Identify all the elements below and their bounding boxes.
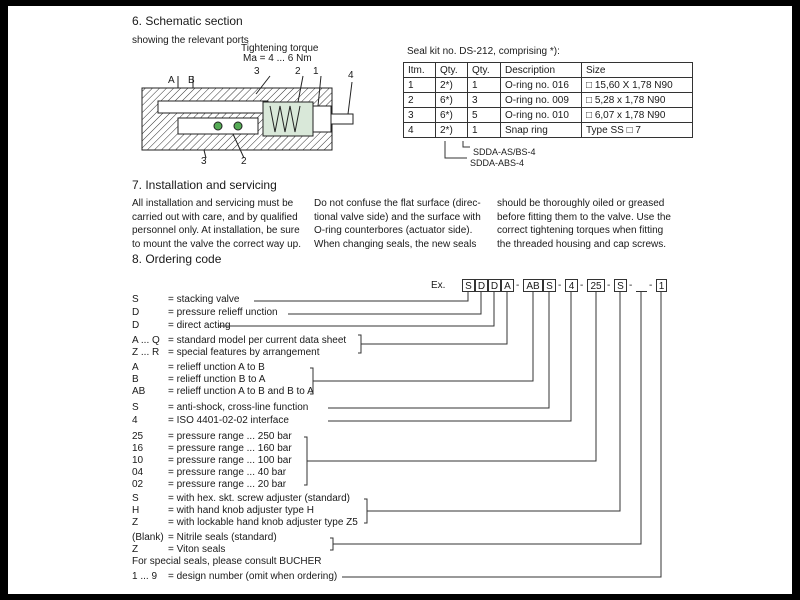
callout-3-bottom: 3 (201, 156, 207, 167)
code-box-seals (636, 279, 647, 292)
section-7-title: 7. Installation and servicing (132, 178, 277, 192)
entry-desc: = pressure relieff unction (168, 307, 278, 318)
entry-code: 10 (132, 455, 144, 466)
entry-code: AB (132, 386, 146, 397)
callout-4-top: 4 (348, 70, 354, 81)
entry-code: A (132, 362, 139, 373)
ordering-code-leader-lines (218, 292, 662, 578)
entry-code: 4 (132, 415, 138, 426)
entry-desc: = with lockable hand knob adjuster type … (168, 517, 358, 528)
code-box-pressure-relief: D (475, 279, 488, 292)
code-dash: - (649, 280, 653, 291)
entry-code: (Blank) (132, 532, 164, 543)
entry-desc: = relieff unction B to A (168, 374, 266, 385)
section-8-title: 8. Ordering code (132, 252, 222, 266)
entry-code: Z (132, 544, 139, 555)
entry-code: S (132, 493, 139, 504)
code-box-model: A (501, 279, 514, 292)
callout-2-bottom: 2 (241, 156, 247, 167)
entry-code: S (132, 294, 139, 305)
entry-desc: = pressure range ... 160 bar (168, 443, 292, 454)
entry-code: 25 (132, 431, 144, 442)
table-row: 4 2*) 1 Snap ring Type SS □ 7 (403, 122, 693, 138)
entry-desc: = pressure range ... 250 bar (168, 431, 292, 442)
callout-3-top: 3 (254, 66, 260, 77)
callout-1-top: 1 (313, 66, 319, 77)
entry-desc: = anti-shock, cross-line function (168, 402, 309, 413)
seal-kit-note-abs: SDDA-ABS-4 (470, 158, 525, 168)
entry-desc: = stacking valve (168, 294, 240, 305)
entry-desc: = design number (omit when ordering) (168, 571, 338, 582)
code-dash: - (607, 280, 611, 291)
code-box-anti-shock: S (543, 279, 556, 292)
entry-desc: = with hand knob adjuster type H (168, 505, 314, 516)
table-cell: Type SS □ 7 (581, 122, 693, 138)
entry-desc: = pressure range ... 100 bar (168, 455, 292, 466)
entry-code: H (132, 505, 140, 516)
entry-code: 1 ... 9 (132, 571, 158, 582)
code-box-direct-acting: D (488, 279, 501, 292)
code-box-adjuster: S (614, 279, 627, 292)
entry-desc: = with hex. skt. screw adjuster (standar… (168, 493, 351, 504)
entry-desc: = special features by arrangement (168, 347, 320, 358)
seal-kit-table: Itm. Qty. Qty. Description Size 1 2*) 1 … (403, 62, 693, 138)
entry-code: Z (132, 517, 139, 528)
entry-desc: = relieff unction A to B and B to A (168, 386, 314, 397)
entry-code: S (132, 402, 139, 413)
code-box-stacking: S (462, 279, 475, 292)
entry-note: For special seals, please consult BUCHER (132, 556, 322, 567)
table-row: 1 2*) 1 O-ring no. 016 □ 15,60 X 1,78 N9… (403, 77, 693, 93)
entry-code: A ... Q (132, 335, 160, 346)
seal-kit-note-as: SDDA-AS/BS-4 (473, 147, 536, 157)
entry-desc: = Viton seals (168, 544, 226, 555)
entry-desc: = standard model per current data sheet (168, 335, 347, 346)
entry-desc: = pressure range ... 20 bar (168, 479, 287, 490)
document-page: { "section6": { "title": "6. Schematic s… (8, 6, 792, 594)
seal-kit-title: Seal kit no. DS-212, comprising *): (407, 46, 560, 57)
entry-desc: = relieff unction A to B (168, 362, 265, 373)
code-dash: - (516, 280, 520, 291)
table-row: 3 6*) 5 O-ring no. 010 □ 6,07 x 1,78 N90 (403, 107, 693, 123)
install-text-col2: Do not confuse the flat surface (direc-t… (314, 198, 481, 250)
code-dash: - (558, 280, 562, 291)
section-6-title: 6. Schematic section (132, 14, 243, 28)
entry-desc: = ISO 4401-02-02 interface (168, 415, 289, 426)
port-a-label: A (168, 75, 175, 86)
entry-code: 02 (132, 479, 144, 490)
code-dash: - (580, 280, 584, 291)
entry-code: 04 (132, 467, 144, 478)
code-box-design-number: 1 (656, 279, 667, 292)
entry-code: D (132, 320, 140, 331)
entry-desc: = direct acting (168, 320, 231, 331)
code-box-interface: 4 (565, 279, 578, 292)
entry-code: B (132, 374, 139, 385)
entry-code: Z ... R (132, 347, 160, 358)
example-label: Ex. (431, 280, 446, 291)
entry-desc: = Nitrile seals (standard) (168, 532, 277, 543)
code-dash: - (629, 280, 633, 291)
callout-2-top: 2 (295, 66, 301, 77)
table-row: 2 6*) 3 O-ring no. 009 □ 5,28 x 1,78 N90 (403, 92, 693, 108)
code-box-pressure-range: 25 (587, 279, 605, 292)
entry-code: D (132, 307, 140, 318)
entry-code: 16 (132, 443, 144, 454)
code-box-function: AB (523, 279, 543, 292)
section-6-subtitle: showing the relevant ports (132, 35, 249, 46)
torque-label: Tightening torque (241, 43, 319, 54)
valve-schematic-drawing (141, 75, 470, 159)
port-b-label: B (188, 75, 195, 86)
torque-value: Ma = 4 ... 6 Nm (243, 53, 312, 64)
entry-desc: = pressure range ... 40 bar (168, 467, 287, 478)
